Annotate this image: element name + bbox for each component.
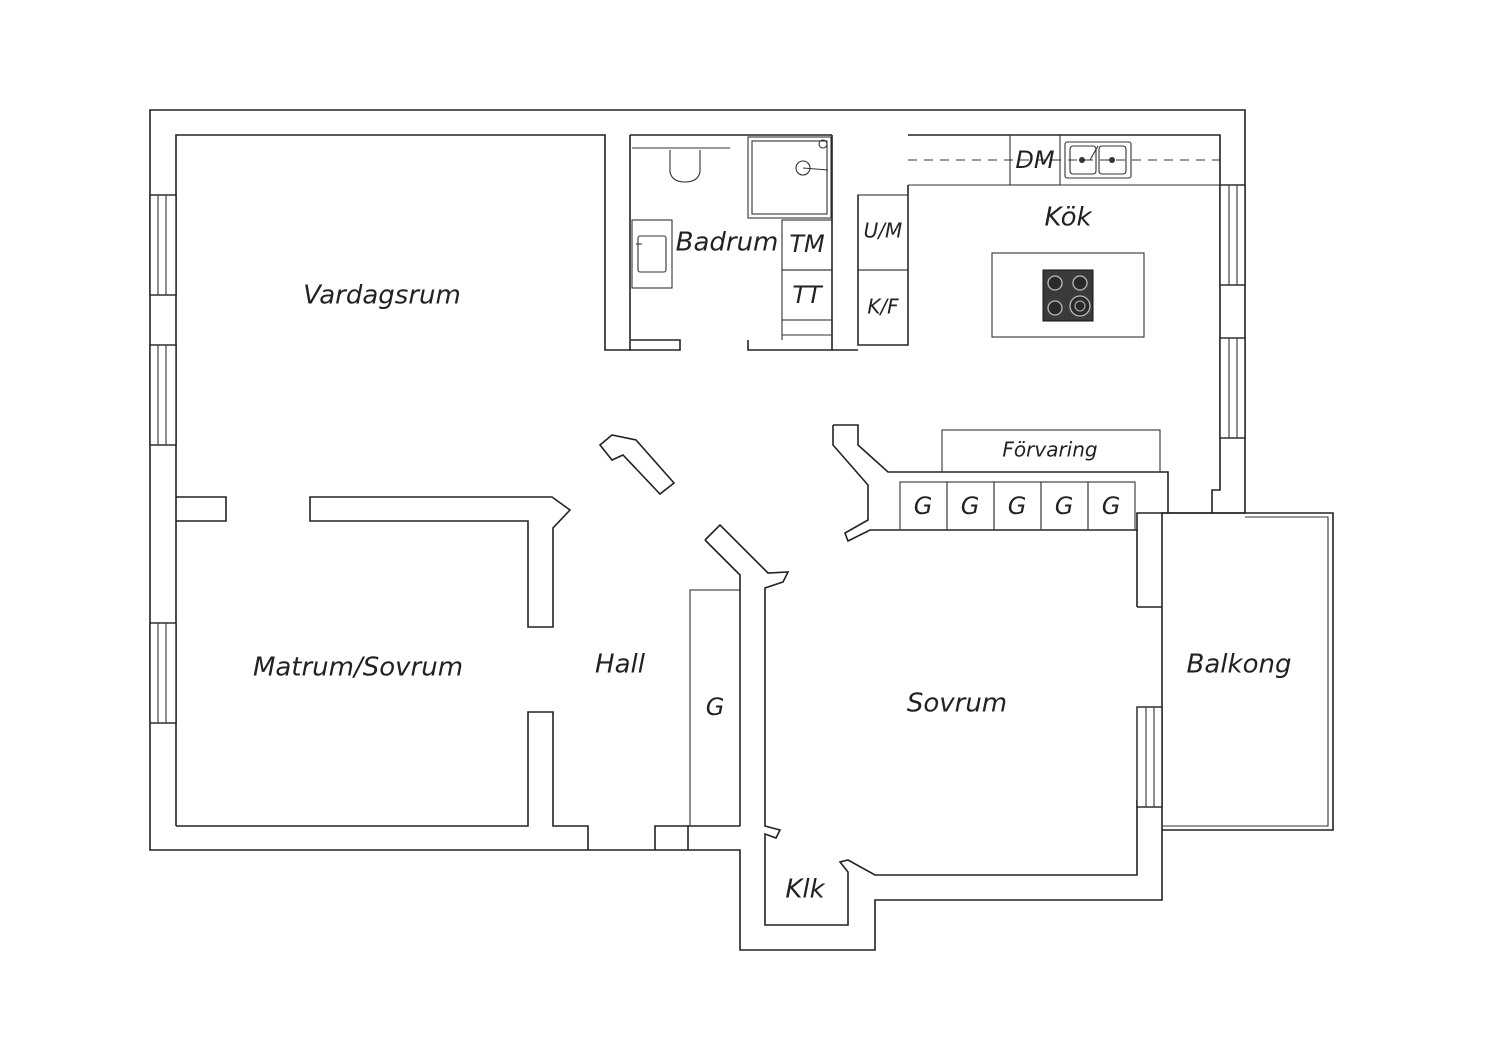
room-label-vardagsrum: Vardagsrum	[303, 281, 461, 311]
kitchen-sink-icon	[1064, 141, 1132, 179]
room-label-sovrum: Sovrum	[907, 689, 1007, 719]
window-sovrum	[1136, 706, 1163, 808]
wardrobe-label: G	[961, 492, 980, 520]
oven-cabinet-label: U/M	[864, 219, 903, 243]
sink-icon	[637, 235, 667, 273]
storage-box	[941, 429, 1161, 473]
wardrobe-label: G	[1055, 492, 1074, 520]
shower-icon	[747, 136, 832, 219]
storage	[899, 429, 1161, 531]
bathroom-fixtures	[631, 136, 833, 340]
interior-walls	[176, 424, 1169, 926]
wardrobe-label: G	[914, 492, 933, 520]
tumble-dryer	[781, 269, 833, 321]
room-label-kok: Kök	[1044, 203, 1092, 233]
room-label-balkong: Balkong	[1187, 650, 1292, 680]
washing-machine-label: TM	[789, 230, 825, 258]
room-label-forvaring: Förvaring	[1002, 438, 1097, 462]
balcony	[1162, 512, 1334, 831]
kitchen-fixtures	[857, 134, 1220, 346]
room-label-klk: Klk	[785, 875, 825, 905]
wardrobe-label: G	[1008, 492, 1027, 520]
kitchen-island	[991, 252, 1145, 338]
room-label-badrum: Badrum	[676, 228, 779, 258]
windows-right	[1219, 184, 1246, 439]
wardrobe-label: G	[1102, 492, 1121, 520]
hall-wardrobe-label: G	[706, 693, 725, 721]
room-label-hall: Hall	[595, 650, 646, 680]
fridge-freezer	[857, 269, 909, 346]
dishwasher	[1009, 134, 1061, 186]
dishwasher-label: DM	[1015, 146, 1054, 174]
windows-left	[149, 194, 177, 724]
fridge-freezer-label: K/F	[867, 295, 899, 319]
toilet-icon	[669, 150, 701, 183]
tumble-dryer-label: TT	[792, 281, 824, 309]
room-label-matrum-sovrum: Matrum/Sovrum	[253, 653, 463, 683]
